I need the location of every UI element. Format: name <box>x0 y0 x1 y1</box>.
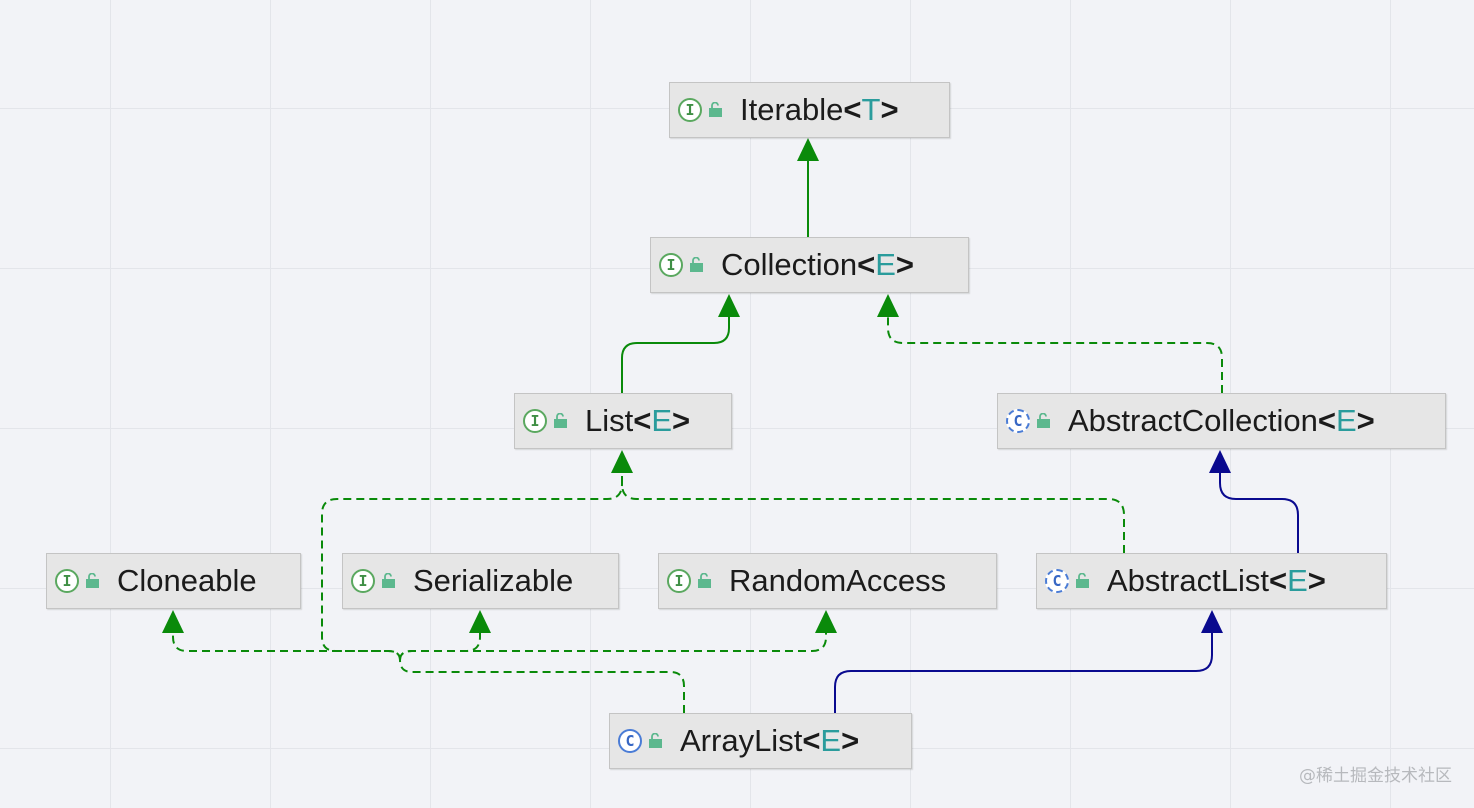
watermark: @稀土掘金技术社区 <box>1299 766 1452 786</box>
class-name: Serializable <box>413 563 574 598</box>
arrowhead-icon <box>797 138 819 161</box>
class-name: AbstractList <box>1107 563 1269 598</box>
node-cloneable[interactable]: I Cloneable <box>46 553 301 609</box>
lock-icon <box>1036 413 1052 429</box>
class-name: Iterable <box>740 92 844 127</box>
lock-icon <box>648 733 664 749</box>
type-parameter: T <box>861 92 881 127</box>
generic-open: < <box>857 247 876 282</box>
lock-icon <box>381 573 397 589</box>
node-random-access[interactable]: I RandomAccess <box>658 553 997 609</box>
generic-open: < <box>843 92 862 127</box>
arrowhead-icon <box>162 610 184 633</box>
abstract-class-badge-icon: C <box>1006 409 1030 433</box>
lock-icon <box>708 102 724 118</box>
class-name: List <box>585 403 634 438</box>
generic-open: < <box>802 723 821 758</box>
generic-open: < <box>633 403 652 438</box>
edge-list-to-collection <box>621 294 740 393</box>
arrowhead-icon <box>815 610 837 633</box>
lock-icon <box>85 573 101 589</box>
edge-abstract-list-to-abstract-collection <box>1209 450 1299 553</box>
class-name: Cloneable <box>117 563 257 598</box>
generic-close: > <box>1356 403 1375 438</box>
node-list[interactable]: I List<E> <box>514 393 732 449</box>
class-badge-icon: C <box>618 729 642 753</box>
edge-array-list-to-cloneable <box>162 610 401 661</box>
node-abstract-list[interactable]: C AbstractList<E> <box>1036 553 1387 609</box>
edge-collection-to-iterable <box>797 138 819 237</box>
interface-badge-icon: I <box>523 409 547 433</box>
arrowhead-icon <box>611 450 633 473</box>
arrowhead-icon <box>469 610 491 633</box>
abstract-class-badge-icon: C <box>1045 569 1069 593</box>
node-iterable[interactable]: I Iterable<T> <box>669 82 950 138</box>
lock-icon <box>697 573 713 589</box>
node-array-list[interactable]: C ArrayList<E> <box>609 713 912 769</box>
edge-abstract-collection-to-collection <box>877 294 1223 393</box>
type-parameter: E <box>875 247 896 282</box>
arrowhead-icon <box>877 294 899 317</box>
type-parameter: E <box>820 723 842 758</box>
class-name: AbstractCollection <box>1068 403 1318 438</box>
type-parameter: E <box>1287 563 1308 598</box>
class-name: RandomAccess <box>729 563 947 598</box>
interface-badge-icon: I <box>55 569 79 593</box>
node-collection[interactable]: I Collection<E> <box>650 237 969 293</box>
arrowhead-icon <box>1209 450 1231 473</box>
type-parameter: E <box>651 403 673 438</box>
generic-close: > <box>895 247 915 282</box>
interface-badge-icon: I <box>678 98 702 122</box>
lock-icon <box>1075 573 1091 589</box>
generic-close: > <box>880 92 899 127</box>
interface-badge-icon: I <box>351 569 375 593</box>
lock-icon <box>689 257 705 273</box>
edge-array-list-to-abstract-list <box>834 610 1223 713</box>
edge-array-list-to-random-access <box>399 610 837 661</box>
arrowhead-icon <box>1201 610 1223 633</box>
generic-close: > <box>672 403 691 438</box>
edge-abstract-list-to-list <box>611 450 1125 553</box>
edge-array-list-to-serializable <box>399 610 491 661</box>
arrowhead-icon <box>718 294 740 317</box>
generic-close: > <box>1307 563 1326 598</box>
node-serializable[interactable]: I Serializable <box>342 553 619 609</box>
class-name: Collection <box>721 247 858 282</box>
class-name: ArrayList <box>680 723 803 758</box>
interface-badge-icon: I <box>659 253 683 277</box>
type-parameter: E <box>1335 403 1357 438</box>
interface-badge-icon: I <box>667 569 691 593</box>
lock-icon <box>553 413 569 429</box>
node-abstract-collection[interactable]: C AbstractCollection<E> <box>997 393 1446 449</box>
generic-open: < <box>1317 403 1336 438</box>
generic-open: < <box>1268 563 1288 598</box>
generic-close: > <box>841 723 860 758</box>
